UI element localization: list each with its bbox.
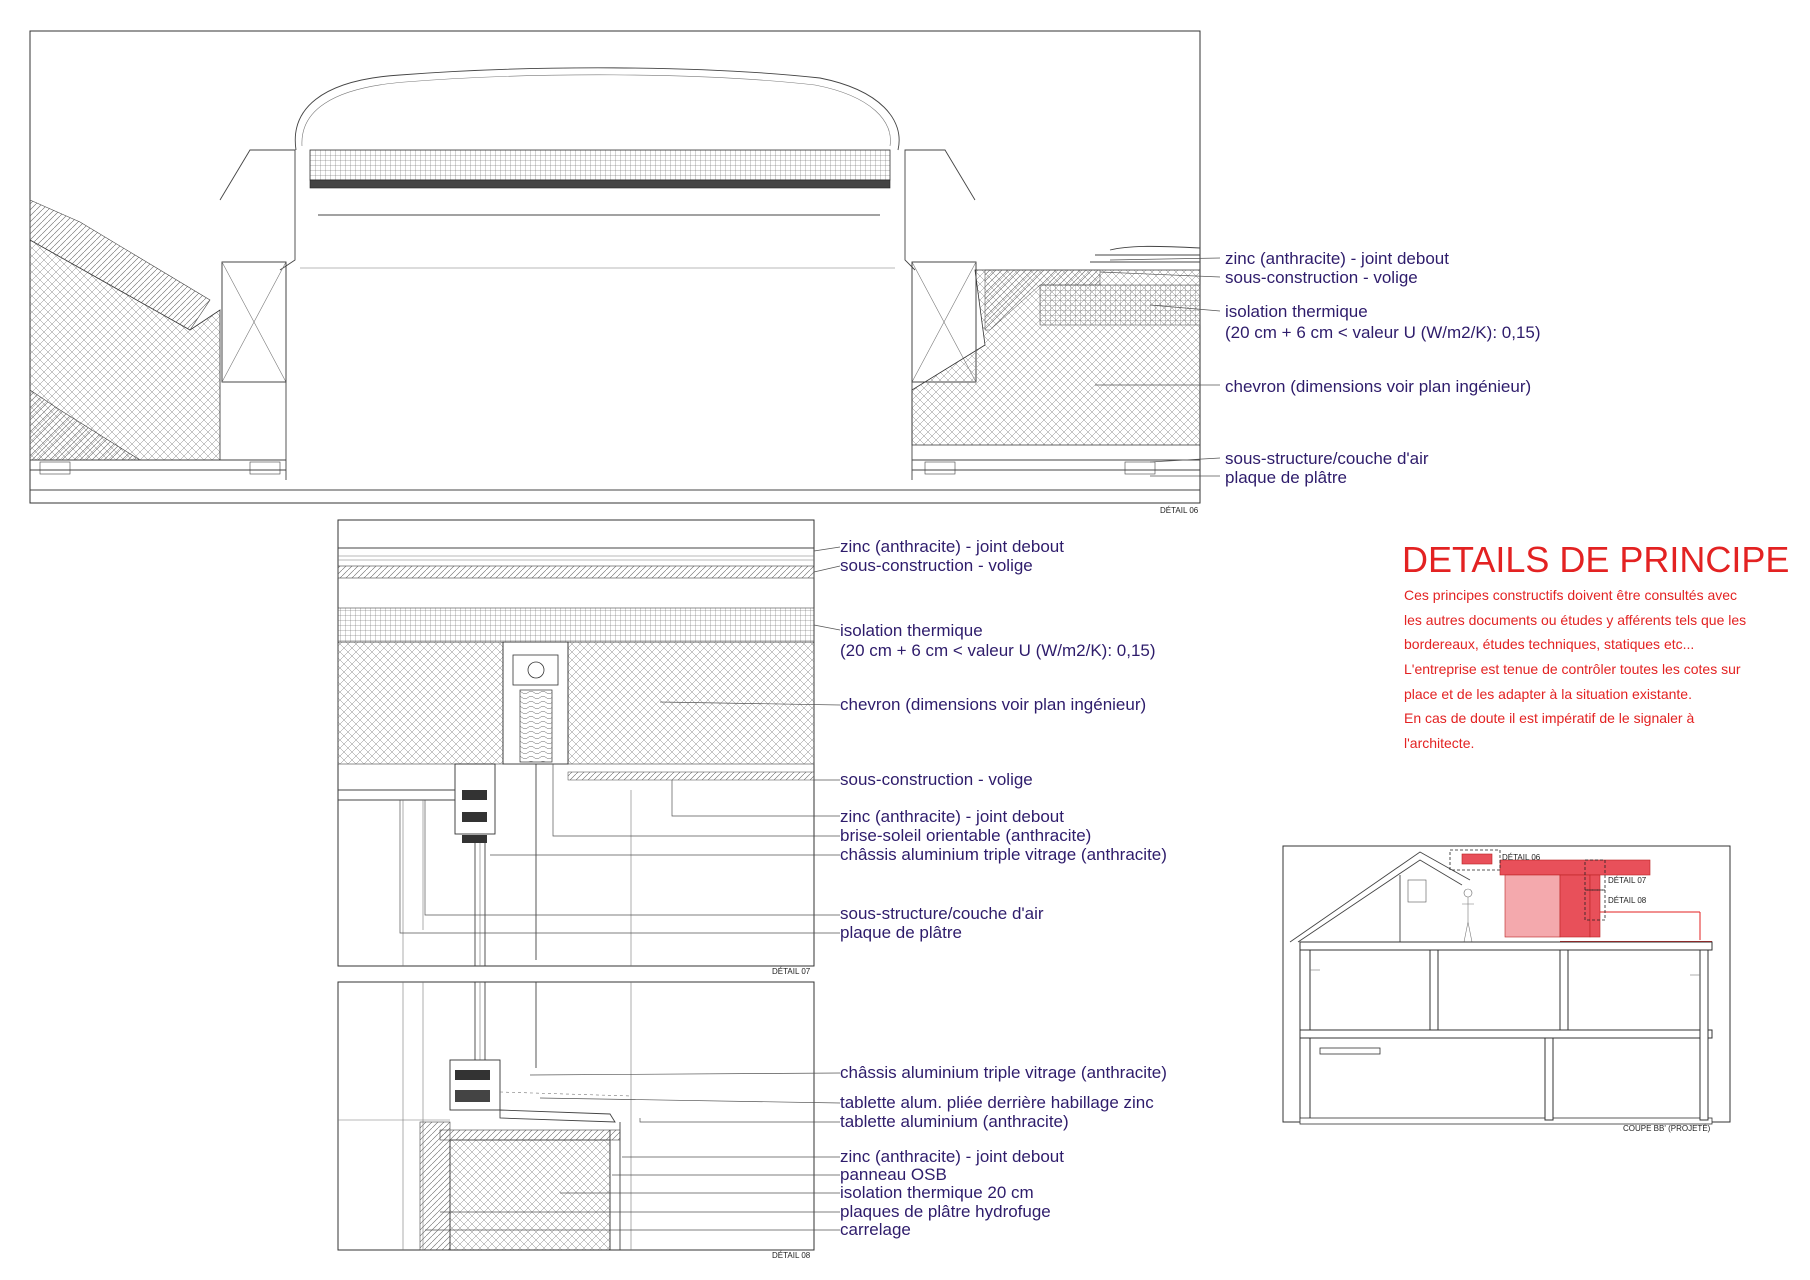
d06-label-u-value: (20 cm + 6 cm < valeur U (W/m2/K): 0,15)	[1225, 323, 1541, 342]
detail-07: zinc (anthracite) - joint debout sous-co…	[337, 519, 1167, 976]
d06-label-zinc: zinc (anthracite) - joint debout	[1225, 249, 1449, 268]
d06-label-platre: plaque de plâtre	[1225, 468, 1347, 487]
d08-label-tablette-pliee: tablette alum. pliée derrière habillage …	[840, 1093, 1154, 1112]
d08-insulation	[449, 1139, 611, 1251]
principles-line-3: bordereaux, études techniques, statiques…	[1404, 636, 1694, 652]
d08-label-platre-hydrofuge: plaques de plâtre hydrofuge	[840, 1202, 1051, 1221]
d08-label-osb: panneau OSB	[840, 1165, 947, 1184]
d07-caption: DÉTAIL 07	[772, 967, 811, 976]
section-roof	[1289, 851, 1471, 943]
d06-label-isolation: isolation thermique	[1225, 302, 1368, 321]
section-bb: DÉTAIL 06 DÉTAIL 07 DÉTAIL 08 COUPE BB' …	[1282, 845, 1731, 1133]
principles-line-2: les autres documents ou études y afféren…	[1404, 612, 1746, 628]
rooflight-frame	[309, 149, 891, 181]
d07-blind-slats	[519, 689, 553, 763]
detail-06-leaders	[1095, 257, 1221, 477]
d07-label-sous-structure: sous-structure/couche d'air	[840, 904, 1044, 923]
principles-line-1: Ces principes constructifs doivent être …	[1404, 587, 1737, 603]
d08-label-tablette: tablette aluminium (anthracite)	[840, 1112, 1069, 1131]
section-rooflight	[1461, 853, 1493, 865]
d06-caption: DÉTAIL 06	[1160, 506, 1199, 515]
detail-08: châssis aluminium triple vitrage (anthra…	[337, 981, 1167, 1260]
d08-label-isolation: isolation thermique 20 cm	[840, 1183, 1034, 1202]
d07-label-platre: plaque de plâtre	[840, 923, 962, 942]
d07-label-zinc-2: zinc (anthracite) - joint debout	[840, 807, 1064, 826]
section-tag-06: DÉTAIL 06	[1502, 853, 1541, 862]
section-new-roof	[1499, 859, 1651, 876]
rooflight-dome	[294, 67, 900, 151]
d07-label-volige: sous-construction - volige	[840, 556, 1033, 575]
principles-title: DETAILS DE PRINCIPE	[1402, 539, 1789, 580]
principles-line-5: place et de les adapter à la situation e…	[1404, 686, 1692, 702]
d08-window-sill	[449, 1059, 501, 1111]
d07-blind-box	[502, 641, 569, 765]
d07-label-zinc: zinc (anthracite) - joint debout	[840, 537, 1064, 556]
d08-label-carrelage: carrelage	[840, 1220, 911, 1239]
d07-label-u-value: (20 cm + 6 cm < valeur U (W/m2/K): 0,15)	[840, 641, 1156, 660]
d07-label-chassis: châssis aluminium triple vitrage (anthra…	[840, 845, 1167, 864]
d07-chevron-right	[567, 641, 815, 765]
section-tag-07: DÉTAIL 07	[1608, 876, 1647, 885]
d06-label-volige: sous-construction - volige	[1225, 268, 1418, 287]
d07-volige	[337, 565, 815, 579]
principles-line-4: L'entreprise est tenue de contrôler tout…	[1404, 661, 1741, 677]
d06-label-sous-structure: sous-structure/couche d'air	[1225, 449, 1429, 468]
section-caption: COUPE BB' (PROJETÉ)	[1623, 1124, 1711, 1133]
d07-label-chevron: chevron (dimensions voir plan ingénieur)	[840, 695, 1146, 714]
detail-06-marker	[1449, 849, 1501, 871]
detail-06: zinc (anthracite) - joint debout sous-co…	[29, 30, 1541, 515]
d08-label-zinc: zinc (anthracite) - joint debout	[840, 1147, 1064, 1166]
principles-line-6: En cas de doute il est impératif de le s…	[1404, 710, 1694, 726]
d07-label-volige-2: sous-construction - volige	[840, 770, 1033, 789]
d07-window-frame	[454, 763, 496, 835]
detail-08-marker	[1584, 889, 1606, 921]
d07-chevron-left	[337, 641, 504, 765]
d07-label-isolation: isolation thermique	[840, 621, 983, 640]
detail-07-leaders	[399, 546, 841, 934]
d07-isolation-layer	[337, 607, 815, 643]
principles-block: DETAILS DE PRINCIPE Ces principes constr…	[1402, 539, 1789, 751]
principles-line-7: l'architecte.	[1404, 735, 1474, 751]
detail-08-leaders	[425, 1072, 841, 1231]
section-tag-08: DÉTAIL 08	[1608, 896, 1647, 905]
d08-caption: DÉTAIL 08	[772, 1251, 811, 1260]
d07-label-brise-soleil: brise-soleil orientable (anthracite)	[840, 826, 1091, 845]
section-new-room	[1504, 874, 1561, 938]
d08-label-chassis: châssis aluminium triple vitrage (anthra…	[840, 1063, 1167, 1082]
d06-label-chevron: chevron (dimensions voir plan ingénieur)	[1225, 377, 1531, 396]
